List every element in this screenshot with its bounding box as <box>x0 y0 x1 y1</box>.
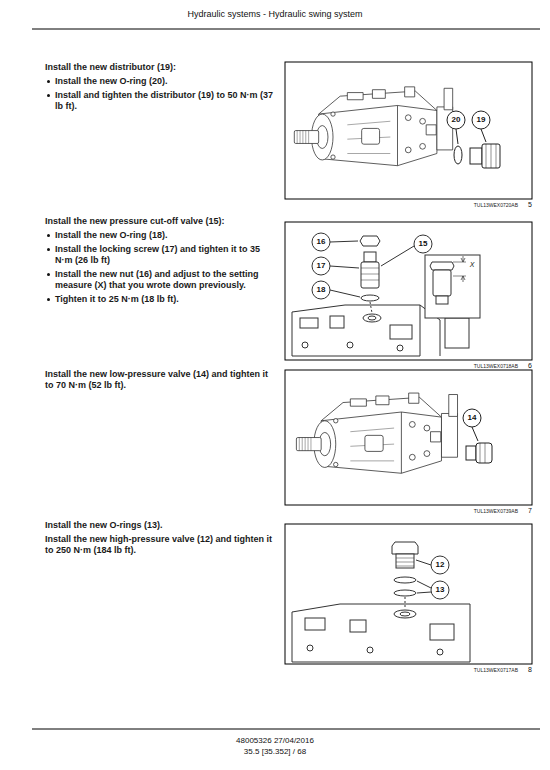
bullet-dot <box>47 248 50 251</box>
callout-number: 12 <box>432 560 448 570</box>
page-footer: 35.5 [35.352] / 68 <box>125 747 425 757</box>
bullet-step: Install and tighten the distributor (19)… <box>55 90 278 112</box>
instruction-text: Install the new pressure cut-off valve (… <box>45 216 278 227</box>
bullet-dot <box>47 94 50 97</box>
instruction-text: Install the new distributor (19): <box>45 62 278 73</box>
bullet-step: Tighten it to 25 N·m (18 lb ft). <box>55 294 278 305</box>
bullet-step: Install the locking screw (17) and tight… <box>55 244 278 266</box>
dimension-label: X <box>468 260 476 270</box>
callout-number: 16 <box>313 237 329 247</box>
bullet-step: Install the new nut (16) and adjust to t… <box>55 269 278 291</box>
bullet-dot <box>47 234 50 237</box>
callout-number: 15 <box>415 239 431 249</box>
bullet-step: Install the new O-ring (20). <box>55 76 278 87</box>
callout-number: 19 <box>473 115 489 125</box>
bullet-dot <box>47 80 50 83</box>
callout-number: 13 <box>432 585 448 595</box>
figure-number: 6 <box>522 362 532 370</box>
instruction-text: Install the new O-rings (13). <box>45 520 278 531</box>
figure-code: TUL13WEX0718AB <box>398 363 518 369</box>
figure-number: 7 <box>522 507 532 515</box>
page-footer: 48005326 27/04/2016 <box>125 736 425 746</box>
figure-number: 5 <box>522 201 532 209</box>
bullet-dot <box>47 298 50 301</box>
instruction-text: Install the new high-pressure valve (12)… <box>45 534 278 556</box>
figure-code: TUL13WEX0739AB <box>398 508 518 514</box>
figure-code: TUL13WEX0717AB <box>398 667 518 673</box>
bullet-dot <box>47 273 50 276</box>
figure-number: 8 <box>522 666 532 674</box>
figure-code: TUL13WEX0720AB <box>398 202 518 208</box>
page-header: Hydraulic systems - Hydraulic swing syst… <box>75 9 475 20</box>
callout-number: 18 <box>313 285 329 295</box>
instruction-text: Install the new low-pressure valve (14) … <box>45 369 278 391</box>
bullet-step: Install the new O-ring (18). <box>55 230 278 241</box>
callout-number: 20 <box>448 115 464 125</box>
callout-number: 17 <box>313 261 329 271</box>
callout-number: 14 <box>464 413 480 423</box>
